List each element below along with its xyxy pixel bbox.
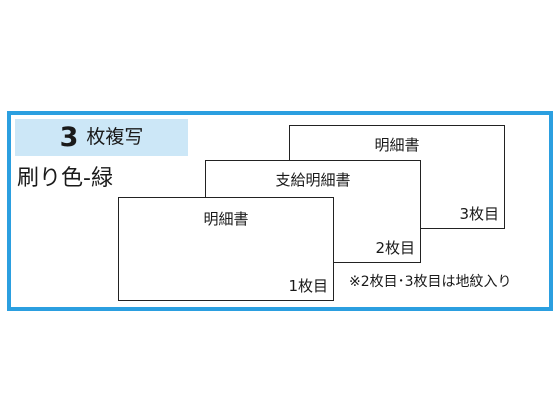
copies-count: 3: [59, 122, 79, 153]
sheet-title: 明細書: [374, 136, 420, 154]
copies-label: 枚複写: [86, 126, 144, 148]
sheet-first-copy: 明細書 1枚目: [118, 197, 334, 301]
sheet-title: 明細書: [203, 210, 249, 228]
product-info-panel: 3 枚複写 刷り色-緑 明細書 3枚目 支給明細書 2枚目 明細書 1枚目 ※2…: [7, 111, 553, 311]
copies-badge: 3 枚複写: [15, 119, 188, 156]
print-color-label: 刷り色-緑: [17, 166, 113, 191]
sheet-number: 2枚目: [375, 239, 415, 257]
watermark-note: ※2枚目･3枚目は地紋入り: [349, 274, 512, 290]
sheet-title: 支給明細書: [275, 171, 351, 189]
sheet-number: 3枚目: [459, 205, 499, 223]
sheet-number: 1枚目: [288, 277, 328, 295]
